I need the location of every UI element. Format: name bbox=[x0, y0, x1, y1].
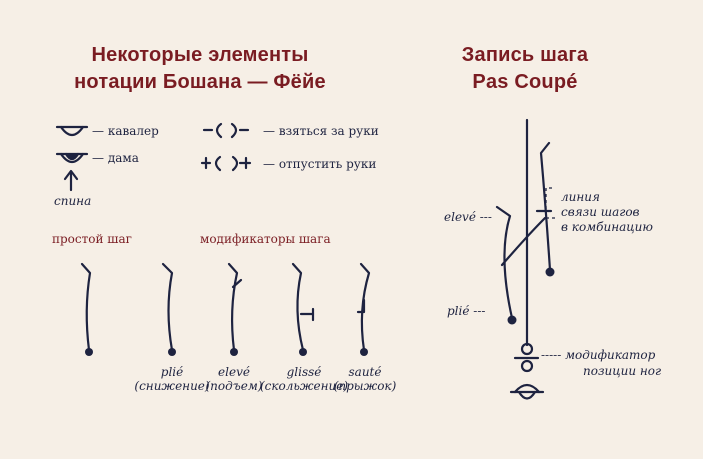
cavalier-label: — кавалер bbox=[92, 124, 159, 138]
left-title: Некоторые элементы нотации Бошана — Фёйе bbox=[40, 42, 360, 96]
modifier-eleve-translation: (подъем) bbox=[205, 379, 263, 393]
lady-label: — дама bbox=[92, 151, 139, 165]
modifier-glisse-translation: (скольжение) bbox=[259, 379, 349, 393]
plie-annotation: plié --- bbox=[447, 304, 486, 318]
right-title-line1: Запись шага bbox=[461, 44, 589, 66]
modifier-eleve: elevé (подъем) bbox=[189, 365, 279, 393]
modifier-plie: plié (снижение) bbox=[127, 365, 217, 393]
take-hands-label: — взяться за руки bbox=[263, 124, 379, 138]
step-end-dots bbox=[85, 267, 555, 356]
glisse-symbol bbox=[291, 262, 315, 352]
modifier-plie-translation: (снижение) bbox=[134, 379, 210, 393]
saute-symbol bbox=[356, 262, 371, 352]
link-annotation: линия связи шагов в комбинацию bbox=[561, 190, 653, 235]
link-annotation-line3: в комбинацию bbox=[561, 220, 653, 234]
modifiers-title: модификаторы шага bbox=[200, 232, 331, 246]
modifier-glisse-term: glissé bbox=[286, 365, 322, 379]
modifier-saute-translation: (прыжок) bbox=[333, 379, 397, 393]
link-annotation-line2: связи шагов bbox=[561, 205, 640, 219]
modifier-plie-term: plié bbox=[160, 365, 184, 379]
release-hands-label: — отпустить руки bbox=[263, 157, 377, 171]
lady-symbol bbox=[55, 152, 89, 164]
position-modifier-annotation: ----- модификатор позиции ног bbox=[541, 347, 661, 379]
eleve-annotation: elevé --- bbox=[444, 210, 492, 224]
link-annotation-line1: линия bbox=[561, 190, 600, 204]
left-title-line1: Некоторые элементы bbox=[91, 44, 309, 66]
left-title-line2: нотации Бошана — Фёйе bbox=[74, 71, 326, 93]
position-modifier-line1: ----- модификатор bbox=[541, 348, 656, 362]
simple-step-label: простой шаг bbox=[52, 232, 132, 246]
modifier-saute: sauté (прыжок) bbox=[325, 365, 405, 393]
right-title: Запись шага Pas Coupé bbox=[430, 42, 620, 96]
plie-symbol bbox=[161, 262, 174, 352]
pas-coupe-notation bbox=[495, 118, 553, 400]
eleve-symbol bbox=[227, 262, 243, 352]
modifier-glisse: glissé (скольжение) bbox=[254, 365, 354, 393]
simple-step-symbol bbox=[80, 262, 92, 352]
release-hands-symbol bbox=[200, 155, 252, 172]
modifier-eleve-term: elevé bbox=[218, 365, 250, 379]
modifier-saute-term: sauté bbox=[348, 365, 382, 379]
position-modifier-line2: позиции ног bbox=[583, 364, 662, 378]
right-title-line2: Pas Coupé bbox=[472, 71, 578, 93]
back-label: спина bbox=[54, 194, 92, 208]
cavalier-symbol bbox=[55, 125, 89, 137]
back-arrow-icon bbox=[63, 169, 79, 192]
link-bracket bbox=[545, 187, 555, 219]
take-hands-symbol bbox=[202, 122, 250, 139]
